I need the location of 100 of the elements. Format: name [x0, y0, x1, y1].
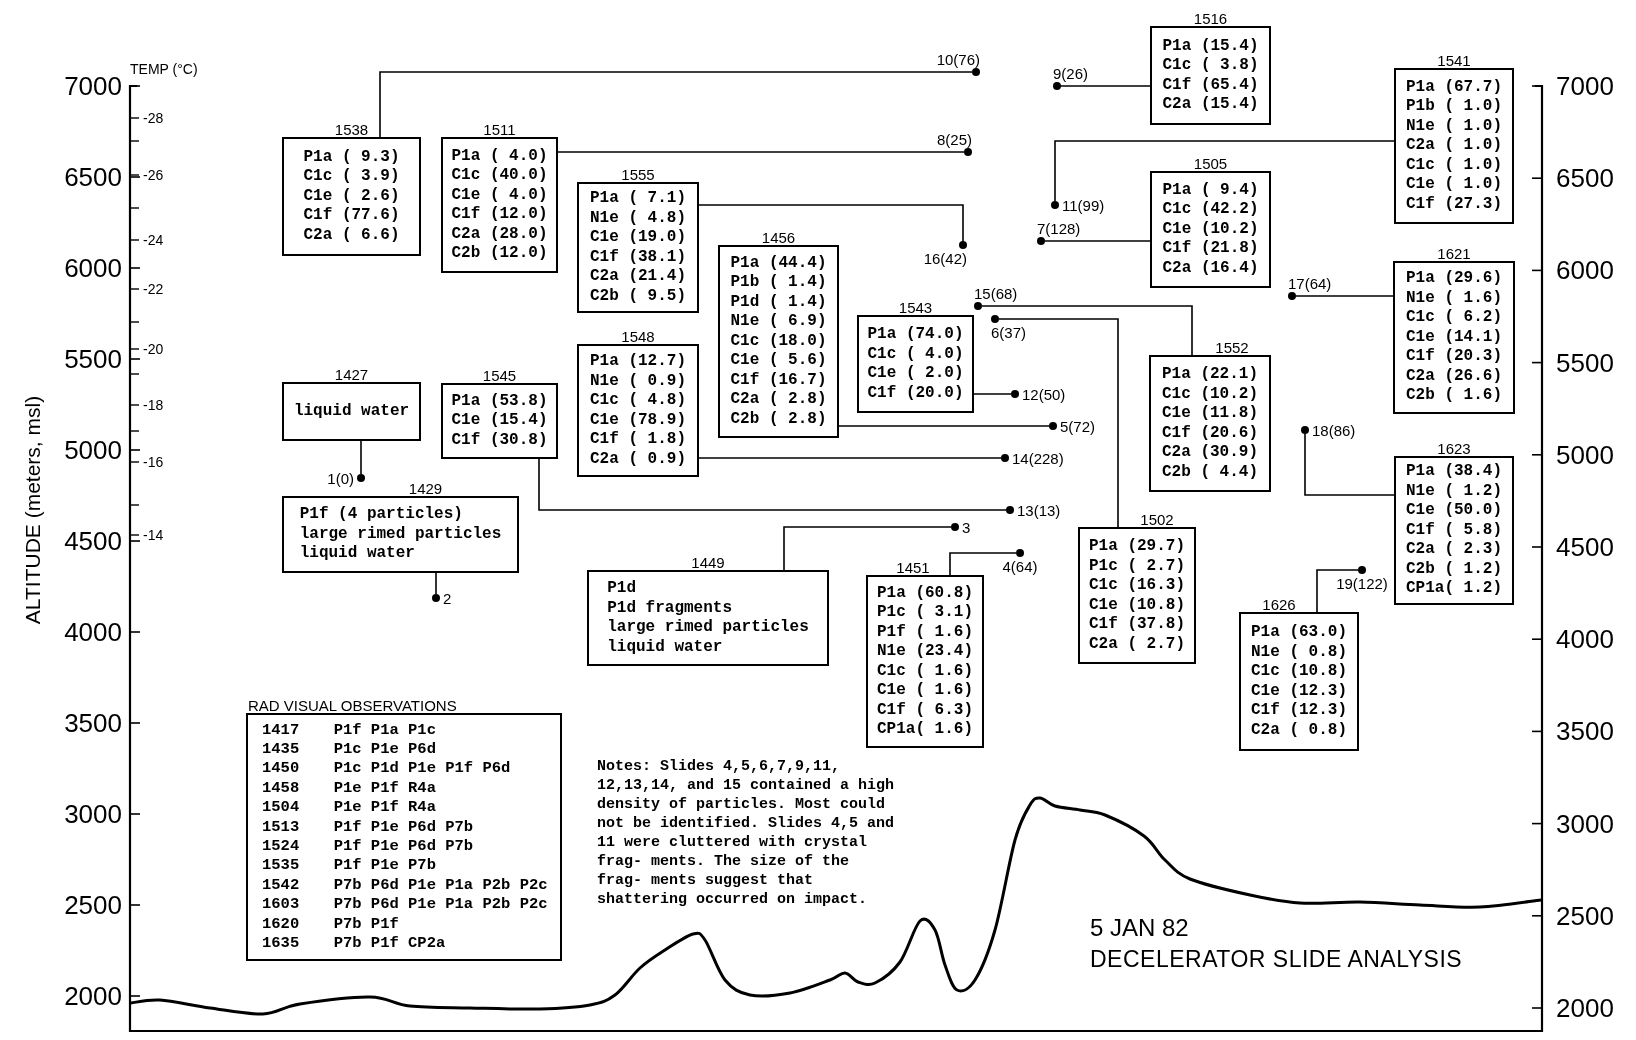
slide-label: 2: [443, 590, 452, 606]
crystal-types: P7b P1f CP2a: [333, 934, 447, 954]
time-cell-text: 1435: [262, 739, 301, 760]
particle-entry: C1c (42.2): [1162, 200, 1259, 220]
particle-entry: P1a ( 4.0): [451, 146, 548, 166]
particle-entry: C1c (10.8): [1251, 662, 1347, 682]
tick-label: -16: [143, 455, 164, 469]
time-cell-text: 1513: [262, 817, 301, 837]
particle-entry: C1e (11.8): [1162, 404, 1258, 424]
particle-entry: C1c ( 1.6): [877, 661, 973, 681]
tick-label: 5500: [1556, 349, 1614, 376]
slide-label: 16(42): [923, 251, 967, 266]
particle-entry: P1a (12.7): [590, 352, 686, 372]
time-cell-text: 1524: [262, 837, 301, 857]
particle-entry: C2a (30.9): [1162, 443, 1258, 463]
crystal-types: P1f P1a P1c: [333, 720, 437, 740]
particle-entry: N1e ( 0.8): [1251, 642, 1347, 662]
slide-label: 12(50): [1022, 386, 1066, 402]
particle-entry: C2b ( 9.5): [590, 286, 686, 306]
particle-entry: C1f (27.3): [1406, 194, 1502, 215]
particle-entry: C2b ( 4.4): [1162, 462, 1258, 482]
time-label: 1552: [1215, 340, 1249, 355]
time-label: 1456: [761, 230, 796, 245]
particle-entry: C1f ( 6.3): [877, 700, 973, 720]
particle-entry: C1c (18.0): [730, 331, 827, 352]
connector-line: [1304, 433, 1395, 496]
particle-entry: N1e ( 4.8): [590, 208, 686, 228]
slide-label: 1(0): [327, 470, 354, 486]
particle-entry: C2a ( 2.8): [730, 390, 827, 410]
tick-label: 5000: [64, 437, 122, 463]
particle-entry: C1e (10.2): [1162, 219, 1259, 240]
particle-entry: C1e (50.0): [1406, 501, 1502, 521]
particle-entry: C1c (40.0): [451, 166, 548, 186]
particle-entry: C1c (16.3): [1089, 576, 1185, 596]
crystal-types: P7b P6d P1e P1a P2b P2c: [333, 895, 549, 915]
particle-entry: C1e (19.0): [590, 228, 686, 248]
particle-entry: C1f (20.3): [1406, 347, 1502, 367]
particle-entry: P1a (29.7): [1089, 537, 1185, 557]
particle-entry: P1a (38.4): [1406, 462, 1502, 482]
slide-label: 14(228): [1012, 450, 1064, 466]
time-label: 1511: [483, 122, 516, 137]
slide-label: 18(86): [1312, 422, 1356, 438]
particle-entry: C1f ( 5.8): [1406, 520, 1502, 541]
particle-entry: P1a ( 9.4): [1162, 180, 1259, 201]
tick-label: 6000: [64, 255, 122, 281]
particle-entry: P1a (63.0): [1251, 623, 1347, 643]
crystal-types: P7b P1f: [333, 914, 400, 935]
tick-label: 6500: [64, 164, 122, 190]
time-label: 1623: [1437, 441, 1471, 456]
particle-entry: CP1a( 1.6): [877, 720, 973, 740]
crystal-types: P1c P1d P1e P1f P6d: [333, 759, 512, 779]
particle-entry: C1f (16.7): [730, 370, 827, 391]
connector-line: [1044, 240, 1151, 242]
connector-line: [698, 204, 964, 242]
time-label: 1429: [408, 481, 443, 496]
particle-entry: C2b ( 2.8): [730, 409, 827, 430]
particle-entry: C2b ( 1.2): [1406, 559, 1502, 580]
crystal-types: P1f P1e P7b: [333, 856, 437, 876]
particle-entry: P1f (4 particles): [299, 505, 464, 525]
particle-entry: P1a (15.4): [1162, 36, 1259, 56]
particle-entry: C1f (65.4): [1162, 75, 1259, 95]
tick-label: 5500: [64, 346, 122, 372]
time-cell-text: 1603: [262, 895, 301, 915]
time-label: 1516: [1193, 11, 1228, 26]
crystal-types: P1e P1f R4a: [333, 798, 437, 818]
tick-label: 2000: [64, 983, 122, 1009]
particle-entry: P1a (53.8): [451, 391, 548, 412]
particle-entry: C1e (10.8): [1089, 595, 1185, 615]
particle-entry: C1e ( 4.0): [451, 185, 548, 205]
particle-entry: C2a (16.4): [1162, 258, 1259, 279]
slide-label: 9(26): [1053, 66, 1089, 81]
particle-entry: C1c ( 3.8): [1162, 56, 1259, 76]
particle-entry: C2a ( 6.6): [303, 225, 400, 246]
particle-entry: C1c ( 4.0): [867, 344, 964, 364]
particle-entry: C2a ( 0.9): [590, 449, 686, 469]
particle-entry: C1e (78.9): [590, 410, 686, 430]
particle-entry: C1f (21.8): [1162, 239, 1259, 259]
slide-label: 13(13): [1017, 502, 1061, 518]
slide-label: 6(37): [991, 325, 1027, 340]
connector-line: [981, 305, 1193, 356]
particle-entry: P1d fragments: [607, 598, 733, 618]
crystal-types: P1e P1f R4a: [333, 778, 437, 799]
particle-entry: N1e ( 6.9): [730, 312, 827, 332]
particle-entry: C2a (28.0): [451, 224, 548, 244]
slide-label: 10(76): [936, 52, 980, 67]
tick-label: -22: [143, 282, 164, 296]
particle-entry: P1a (22.1): [1162, 365, 1258, 385]
time-cell-text: 1458: [262, 778, 301, 799]
particle-entry: N1e ( 1.2): [1406, 481, 1502, 502]
particle-entry: C2a ( 1.0): [1406, 136, 1502, 156]
time-label: 1548: [621, 329, 655, 344]
particle-entry: C1c ( 4.8): [590, 391, 686, 411]
axis-title: ALTITUDE (meters, msl): [21, 395, 43, 625]
particle-entry: P1a (60.8): [877, 583, 973, 603]
particle-entry: C1c ( 6.2): [1406, 308, 1502, 328]
particle-entry: C2a ( 2.3): [1406, 540, 1502, 560]
slide-label: 17(64): [1288, 276, 1332, 291]
connector-line: [998, 318, 1119, 528]
particle-entry: P1a (74.0): [867, 325, 964, 345]
connector-line: [1316, 569, 1359, 613]
